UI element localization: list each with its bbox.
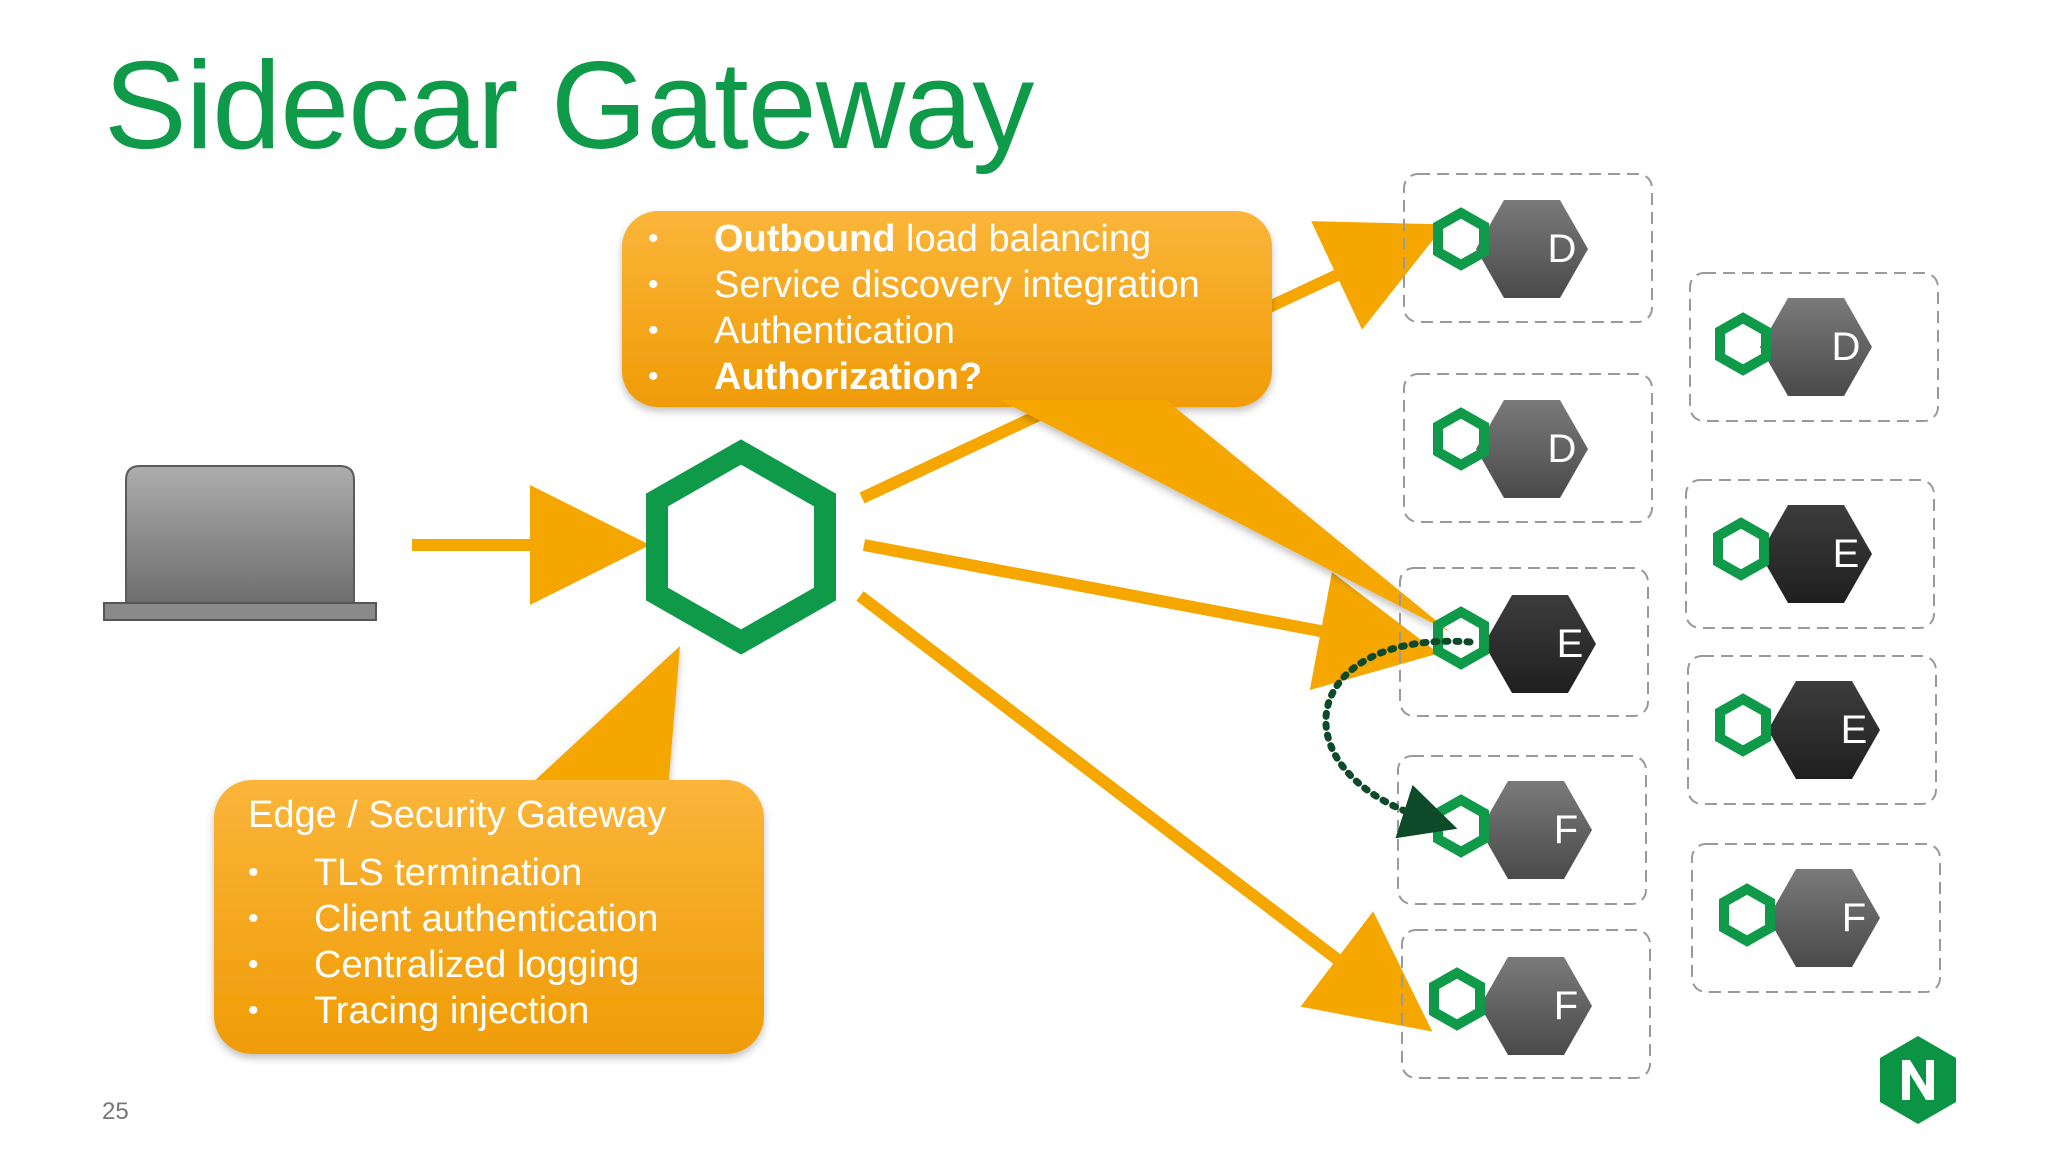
pod-box-right-f [1691, 843, 1941, 993]
sidecar-hexagon-icon [1433, 794, 1489, 858]
sidecar-hexagon-icon [1713, 517, 1769, 581]
service-label: F [1554, 984, 1578, 1028]
top-callout-item-bold: Outbound [714, 218, 896, 260]
sidecar-hexagon-icon [1715, 693, 1771, 757]
edge-callout-item: Client authentication [248, 896, 666, 942]
service-hexagon-left-f2 [1480, 957, 1592, 1055]
pod-box-left-e [1399, 567, 1649, 717]
top-callout-item-text: Authentication [714, 310, 955, 352]
top-callout-item: Authorization? [648, 354, 1200, 400]
pod-box-right-e1 [1685, 479, 1935, 629]
pod-box-right-d [1689, 272, 1939, 422]
slide-number: 25 [102, 1098, 129, 1125]
gateway-hexagon-icon [646, 439, 836, 655]
nginx-logo-icon [1880, 1036, 1956, 1124]
sidecar-hexagon-icon [1433, 207, 1489, 271]
pod-box-left-d1 [1403, 173, 1653, 323]
gateway-to-f-arrow [856, 591, 1433, 1032]
service-hexagon-left-d1 [1476, 200, 1588, 298]
sidecar-hexagon-icon [1433, 606, 1489, 670]
top-callout-item-text: load balancing [895, 218, 1152, 260]
gateway-to-e-arrow [862, 539, 1439, 691]
edge-callout-item: TLS termination [248, 850, 666, 896]
pod-box-left-d2 [1403, 373, 1653, 523]
pod-box-right-e2 [1687, 655, 1937, 805]
top-callout-item: Outbound load balancing [648, 216, 1200, 262]
edge-callout-heading: Edge / Security Gateway [248, 794, 667, 836]
service-label: D [1832, 325, 1861, 369]
top-callout-item: Authentication [648, 308, 1200, 354]
top-callout-item-text: Service discovery integration [714, 264, 1200, 306]
laptop-icon [103, 465, 377, 621]
service-hexagon-right-e1 [1760, 505, 1872, 603]
service-label: D [1548, 427, 1577, 471]
top-callout-list: Outbound load balancing Service discover… [648, 216, 1200, 400]
service-label: E [1557, 622, 1584, 666]
edge-callout-item: Tracing injection [248, 988, 666, 1034]
service-label: E [1841, 708, 1868, 752]
service-hexagon-left-f1 [1480, 781, 1592, 879]
service-hexagon-right-f [1768, 869, 1880, 967]
slide-title: Sidecar Gateway [104, 37, 1034, 175]
service-label: D [1548, 227, 1577, 271]
sidecar-e-to-f-dotted-arrow [1322, 637, 1474, 839]
edge-callout-item: Centralized logging [248, 942, 666, 988]
top-callout-item: Service discovery integration [648, 262, 1200, 308]
service-label: F [1554, 808, 1578, 852]
service-hexagon-right-d [1760, 298, 1872, 396]
sidecar-hexagon-icon [1429, 967, 1485, 1031]
edge-callout-list: Edge / Security Gateway TLS termination … [248, 792, 666, 1034]
service-hexagon-left-e [1484, 595, 1596, 693]
pod-box-left-f2 [1401, 929, 1651, 1079]
sidecar-hexagon-icon [1719, 883, 1775, 947]
top-callout-item-bold: Authorization? [714, 356, 983, 398]
service-hexagon-left-d2 [1476, 400, 1588, 498]
service-hexagon-right-e2 [1768, 681, 1880, 779]
service-label: E [1833, 532, 1860, 576]
sidecar-hexagon-icon [1715, 312, 1771, 376]
sidecar-hexagon-icon [1433, 407, 1489, 471]
service-label: F [1842, 896, 1866, 940]
